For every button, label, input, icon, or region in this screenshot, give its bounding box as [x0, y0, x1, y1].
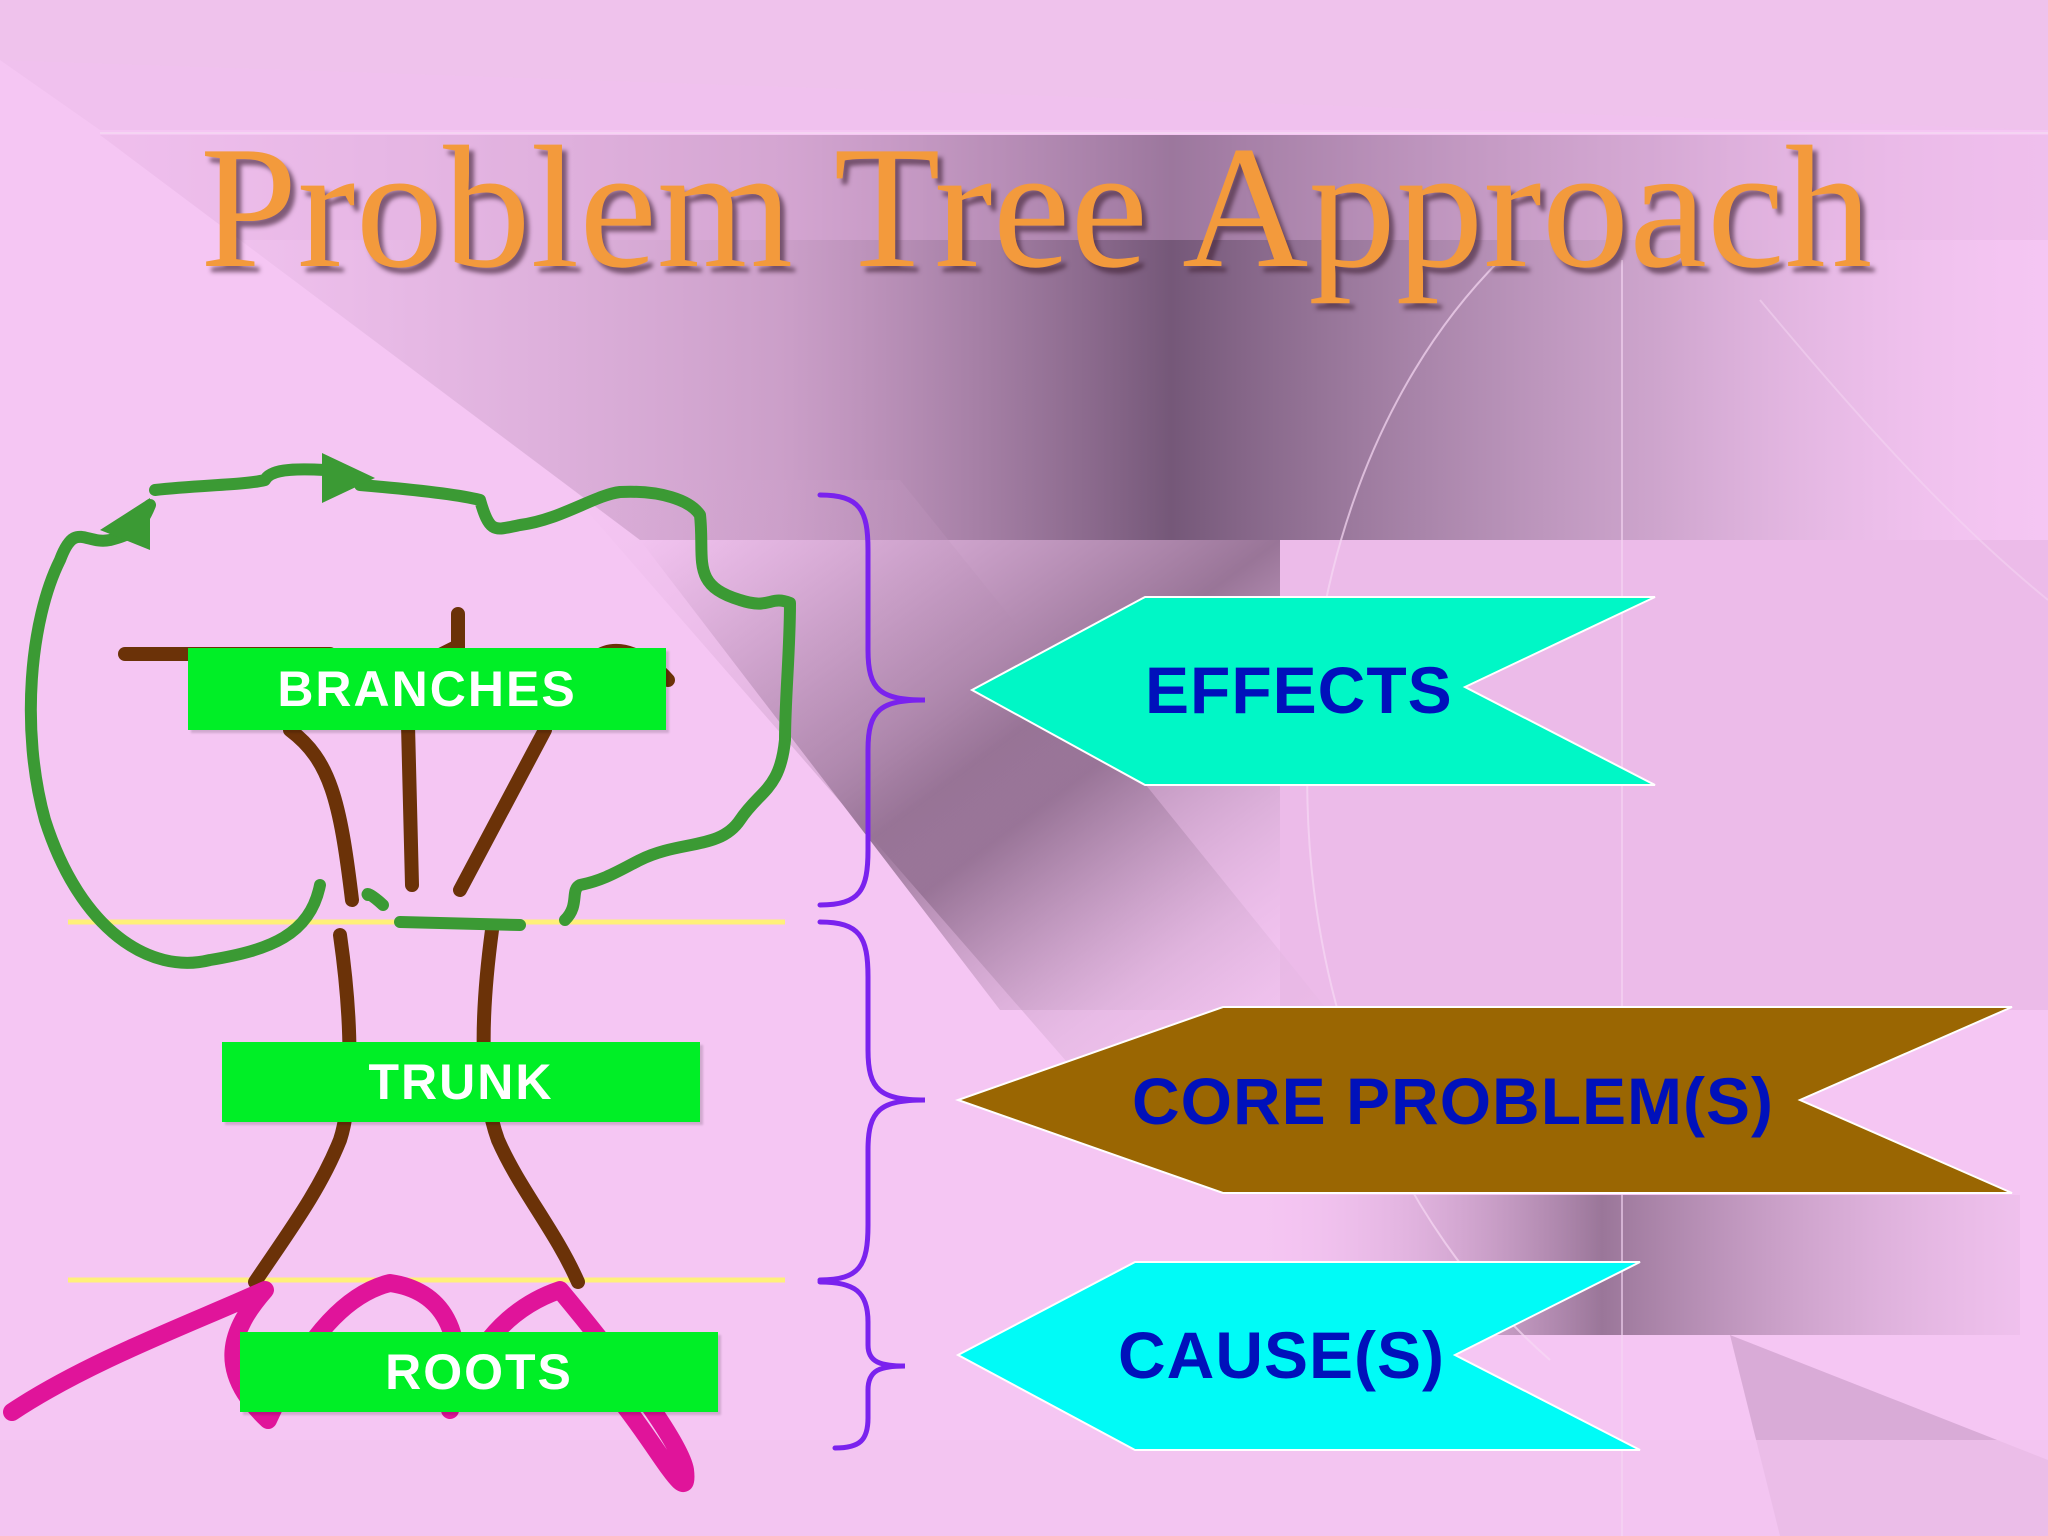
slide-title: Problem Tree Approach: [200, 110, 1873, 304]
causes-label: CAUSE(S): [1118, 1318, 1446, 1392]
curly-brace-icon: [817, 492, 926, 1451]
core-problem-arrow-shape: [954, 1006, 2013, 1194]
branches-label: BRANCHES: [188, 648, 666, 730]
roots-icon: [3, 1274, 695, 1493]
effects-arrow-shape: [969, 596, 1656, 786]
trunk-label: TRUNK: [222, 1042, 700, 1122]
trunk-icon: [248, 923, 585, 1289]
effects-label: EFFECTS: [1145, 653, 1453, 727]
canopy-arrowhead-top: [322, 453, 375, 503]
roots-label: ROOTS: [240, 1332, 718, 1412]
canopy-arrowhead-left: [100, 498, 150, 550]
core-problem-label: CORE PROBLEM(S): [1132, 1064, 1774, 1138]
canopy-icon: [24, 463, 796, 969]
causes-arrow-shape: [955, 1261, 1641, 1451]
